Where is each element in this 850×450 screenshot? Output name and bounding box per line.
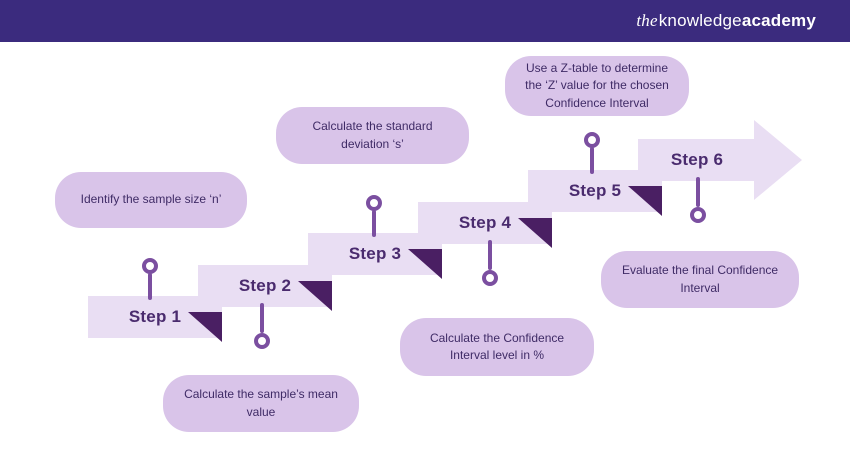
step-label-5: Step 5: [568, 181, 622, 200]
pin-circle-icon-3: [366, 195, 382, 211]
pin-circle-icon-1: [142, 258, 158, 274]
callout-step-4: Calculate the Confidence Interval level …: [400, 318, 594, 376]
step-label-3: Step 3: [348, 244, 402, 263]
callout-step-2: Calculate the sample’s mean value: [163, 375, 359, 432]
pin-stem-1: [148, 273, 152, 300]
step-label-4: Step 4: [458, 213, 512, 232]
step-label-2: Step 2: [238, 276, 292, 295]
pin-circle-icon-2: [254, 333, 270, 349]
step-bar-6: Step 6: [638, 139, 756, 181]
logo-the: the: [636, 11, 658, 30]
pin-circle-icon-5: [584, 132, 600, 148]
logo-academy: academy: [741, 11, 816, 30]
callout-step-1: Identify the sample size ‘n’: [55, 172, 247, 228]
callout-step-3: Calculate the standard deviation ‘s’: [276, 107, 469, 164]
pin-circle-icon-4: [482, 270, 498, 286]
pin-stem-4: [488, 240, 492, 270]
pin-stem-2: [260, 303, 264, 333]
pin-circle-icon-6: [690, 207, 706, 223]
arrow-head-icon: [754, 120, 802, 200]
pin-stem-6: [696, 177, 700, 207]
callout-step-6: Evaluate the final Confidence Interval: [601, 251, 799, 308]
pin-stem-3: [372, 210, 376, 237]
header-bar: theknowledgeacademy: [0, 0, 850, 42]
pin-stem-5: [590, 147, 594, 174]
logo-knowledge: knowledge: [658, 11, 742, 30]
brand-logo: theknowledgeacademy: [636, 11, 816, 31]
step-label-1: Step 1: [128, 307, 182, 326]
step-label-6: Step 6: [670, 150, 724, 169]
callout-step-5: Use a Z-table to determine the ‘Z’ value…: [505, 56, 689, 116]
